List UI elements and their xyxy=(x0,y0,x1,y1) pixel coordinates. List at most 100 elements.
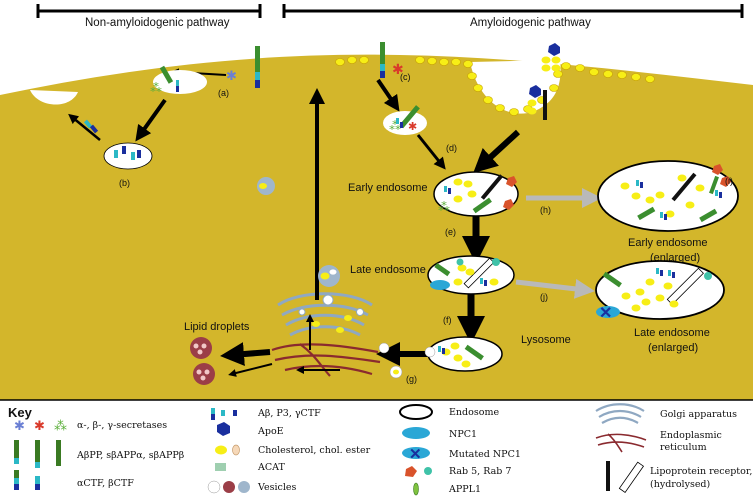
svg-text:✕: ✕ xyxy=(409,446,422,463)
amyloidogenic-bracket xyxy=(282,4,744,18)
key-abeta: Aβ, P3, γCTF xyxy=(257,408,321,419)
svg-text:✕: ✕ xyxy=(599,305,612,322)
key-rab-icon xyxy=(405,466,432,477)
late-endosome-enlarged-contents: ✕ xyxy=(596,267,712,322)
arrow-c-down xyxy=(376,78,400,112)
key-acat: ACAT xyxy=(257,462,285,473)
key-secretases-icon: ✱ ✱ ⁂ xyxy=(14,418,67,433)
cytoplasm-vesicle-1 xyxy=(257,177,275,195)
arrow-b-to-membrane xyxy=(68,113,101,141)
cytoplasm-vesicle-2 xyxy=(318,265,340,287)
arrow-c-to-early xyxy=(416,134,446,170)
arrow-j xyxy=(515,278,595,299)
step-label-h: (h) xyxy=(540,205,551,215)
key-golgi: Golgi apparatus xyxy=(660,409,737,420)
step-label-f: (f) xyxy=(443,315,452,325)
svg-text:✱: ✱ xyxy=(34,418,45,433)
key-cholesterol-icon xyxy=(215,444,240,456)
golgi-vesicles xyxy=(298,294,364,333)
key-cholesterol: Cholesterol, chol. ester xyxy=(258,445,371,456)
label-late-endosome-enlarged-2: (enlarged) xyxy=(648,342,698,354)
key-lipoprotein-1: Lipoprotein receptor, xyxy=(650,466,752,477)
header-non-amyloidogenic: Non-amyloidogenic pathway xyxy=(85,17,230,29)
key-mutated-npc1-icon: ✕ xyxy=(402,446,430,463)
arrow-a-to-b xyxy=(135,98,167,142)
lipoprotein-receptor-pit xyxy=(527,85,547,120)
key-app-icon xyxy=(14,440,61,468)
step-label-i: (i) xyxy=(725,176,733,186)
early-endosome-enlarged xyxy=(597,160,739,232)
arrow-er-to-lipid-2 xyxy=(228,363,273,377)
key-er-1: Endoplasmic xyxy=(660,430,722,441)
lipid-droplet-2 xyxy=(193,363,215,385)
endosome-b xyxy=(103,142,153,170)
step-label-j: (j) xyxy=(540,292,548,302)
key-mutated-npc1: Mutated NPC1 xyxy=(449,449,521,460)
step-label-a: (a) xyxy=(218,88,229,98)
golgi-apparatus xyxy=(277,292,373,337)
step-label-c: (c) xyxy=(400,72,411,82)
endosome-b-contents xyxy=(114,146,141,160)
key-title: Key xyxy=(8,405,33,420)
key-endosome: Endosome xyxy=(449,407,499,418)
svg-text:⁂: ⁂ xyxy=(438,200,450,214)
svg-text:✱: ✱ xyxy=(408,121,417,133)
key-ctf: αCTF, βCTF xyxy=(77,478,134,489)
label-lipid-droplets: Lipid droplets xyxy=(184,321,250,333)
key-golgi-icon xyxy=(595,403,645,424)
label-lysosome: Lysosome xyxy=(521,334,571,346)
key-abeta-icon xyxy=(211,408,237,420)
step-label-d: (d) xyxy=(446,143,457,153)
step-label-e: (e) xyxy=(445,227,456,237)
key-apoe: ApoE xyxy=(257,426,284,437)
key-lipoprotein-icon xyxy=(606,461,645,493)
svg-text:✱: ✱ xyxy=(14,418,25,433)
ctf-near-membrane xyxy=(83,119,99,134)
lipid-droplet-1 xyxy=(190,337,212,359)
label-early-endosome-enlarged-1: Early endosome xyxy=(628,237,708,249)
non-amyloidogenic-bracket xyxy=(36,4,262,18)
header-amyloidogenic: Amyloidogenic pathway xyxy=(470,17,591,29)
label-early-endosome: Early endosome xyxy=(348,182,428,194)
key-secretases: α-, β-, γ-secretases xyxy=(77,420,167,431)
svg-text:⁂: ⁂ xyxy=(150,81,162,95)
key-apoe-icon xyxy=(217,422,230,436)
vesicles-near-lysosome xyxy=(378,342,436,379)
membrane-cholesterol xyxy=(335,56,655,116)
endoplasmic-reticulum xyxy=(271,343,381,377)
alpha-secretase-icon: ✱ xyxy=(226,68,237,83)
late-endosome-contents xyxy=(430,257,500,290)
key-rab: Rab 5, Rab 7 xyxy=(449,466,511,477)
key-appl1-icon xyxy=(413,482,419,496)
key-lipoprotein-2: (hydrolysed) xyxy=(650,479,710,490)
vesicle-c-contents: ⁂ ✱ xyxy=(389,105,420,133)
apoe-lipoprotein-outside xyxy=(541,43,561,72)
key-endosome-icon xyxy=(399,404,433,420)
key-appl1: APPL1 xyxy=(448,484,481,495)
early-endosome-contents: ⁂ xyxy=(438,174,517,214)
svg-text:⁂: ⁂ xyxy=(54,418,67,433)
app-at-membrane-a xyxy=(255,46,260,88)
membrane-invagination-small xyxy=(30,90,78,105)
label-late-endosome-enlarged-1: Late endosome xyxy=(634,327,710,339)
vesicle-a-contents: ⁂ xyxy=(150,65,179,95)
app-at-membrane-c xyxy=(380,42,385,78)
beta-secretase-icon-c: ✱ xyxy=(392,61,404,77)
arrow-pit-to-early xyxy=(473,129,521,174)
arrow-er-to-lipid-1 xyxy=(220,342,271,367)
key-ctf-icon xyxy=(14,470,40,490)
key-er-2: reticulum xyxy=(660,442,707,453)
key-acat-icon xyxy=(215,463,226,471)
key-npc1-icon xyxy=(402,427,430,439)
svg-text:⁂: ⁂ xyxy=(389,119,401,133)
early-endosome-enlarged-contents xyxy=(620,164,731,223)
key-vesicles: Vesicles xyxy=(257,482,297,493)
key-vesicles-icon xyxy=(207,480,250,494)
key-er-icon xyxy=(595,433,647,453)
label-late-endosome: Late endosome xyxy=(350,264,426,276)
lysosome-contents xyxy=(438,342,484,368)
key-app: AβPP, sβAPPα, sβAPPβ xyxy=(76,450,185,461)
step-label-g: (g) xyxy=(406,374,417,384)
step-label-b: (b) xyxy=(119,178,130,188)
